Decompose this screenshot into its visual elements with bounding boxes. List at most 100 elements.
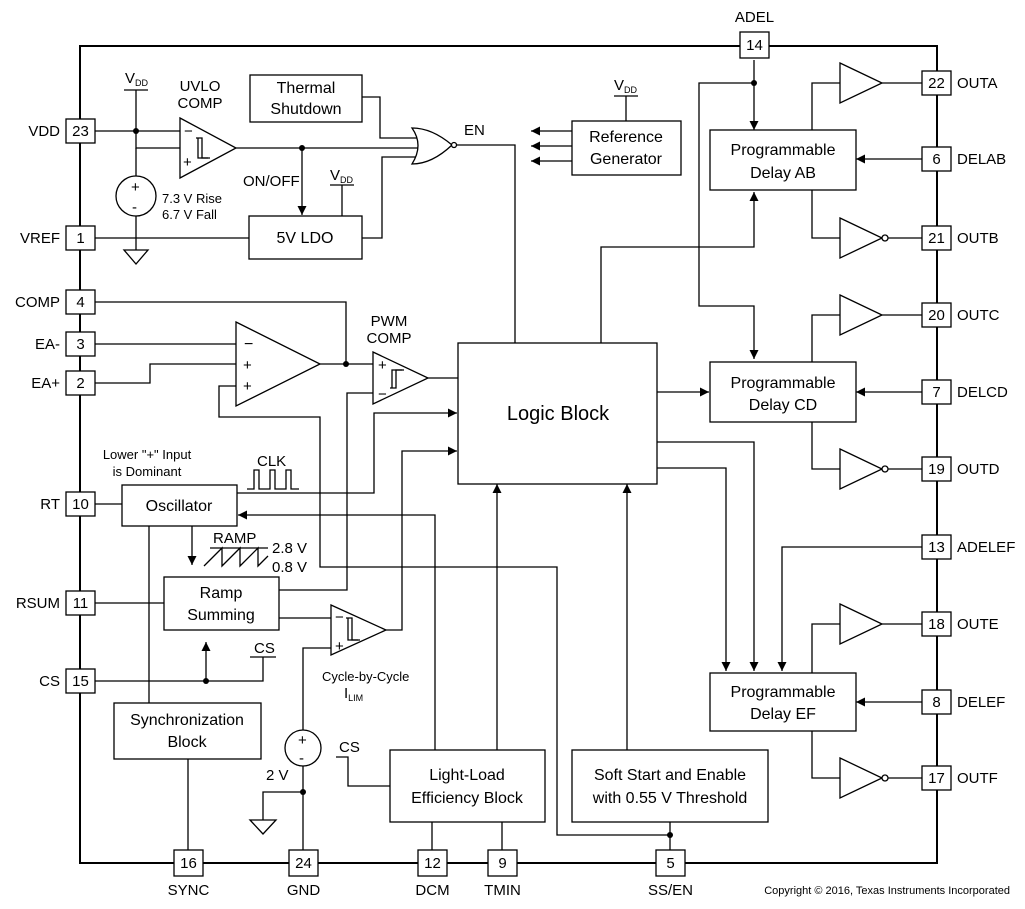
ramp-label-2: Summing [187, 607, 255, 624]
lower-plus-label-2: is Dominant [113, 464, 182, 479]
wires [95, 60, 922, 855]
v28-label: 2.8 V [272, 540, 307, 557]
llb-label-2: Efficiency Block [411, 790, 524, 807]
ss-label-1: Soft Start and Enable [594, 767, 746, 784]
svg-text:+: + [298, 732, 307, 749]
thermal-shutdown-block: Thermal Shutdown [249, 74, 363, 123]
cbc-label: Cycle-by-Cycle [322, 669, 409, 684]
synchronization-block: Synchronization Block [113, 702, 262, 760]
svg-text:15: 15 [72, 673, 89, 690]
buffer-outa [839, 61, 884, 105]
pin-vref: 1 VREF [20, 225, 96, 251]
voltage-source-uvlo: + - [115, 175, 157, 217]
svg-text:VDD: VDD [614, 77, 638, 95]
thermal-label-1: Thermal [277, 80, 336, 97]
pin-delef: 8 DELEF [921, 689, 1005, 715]
svg-text:+: + [183, 154, 192, 171]
svg-text:8: 8 [932, 694, 940, 711]
svg-text:1: 1 [76, 230, 84, 247]
buffer-outf [839, 756, 884, 800]
svg-text:OUTC: OUTC [957, 307, 1000, 324]
svg-text:5: 5 [666, 855, 674, 872]
svg-text:−: − [378, 386, 387, 403]
dab-label-2: Delay AB [750, 165, 816, 182]
svg-text:SYNC: SYNC [168, 882, 210, 899]
buffer-outc [839, 293, 884, 337]
svg-text:−: − [244, 336, 253, 353]
delay-cd-block: Programmable Delay CD [709, 361, 857, 423]
svg-text:2: 2 [76, 375, 84, 392]
pin-delcd: 7 DELCD [921, 379, 1008, 405]
svg-text:−: − [184, 123, 193, 140]
uvlo-comparator: − + [179, 116, 238, 180]
v08-label: 0.8 V [272, 559, 307, 576]
pin-dcm: 12 DCM [415, 849, 450, 899]
error-amplifier: − + + [235, 320, 322, 408]
light-load-efficiency-block: Light-Load Efficiency Block [389, 749, 546, 823]
or-gate [410, 127, 453, 165]
pin-delab: 6 DELAB [921, 146, 1006, 172]
pin-outb: 21 OUTB [921, 225, 999, 251]
ldo-label: 5V LDO [277, 230, 334, 247]
svg-text:OUTA: OUTA [957, 75, 998, 92]
pin-adel: 14 ADEL [735, 9, 774, 59]
pin-ea-minus: 3 EA- [35, 331, 96, 357]
svg-text:4: 4 [76, 294, 84, 311]
dcd-label-1: Programmable [731, 375, 836, 392]
thermal-label-2: Shutdown [270, 101, 341, 118]
ldo-block: 5V LDO [248, 215, 363, 260]
svg-text:ILIM: ILIM [344, 685, 363, 703]
svg-text:EA-: EA- [35, 336, 60, 353]
svg-text:23: 23 [72, 123, 89, 140]
ramp-label-1: Ramp [200, 585, 243, 602]
svg-text:GND: GND [287, 882, 321, 899]
svg-text:VDD: VDD [330, 167, 354, 185]
svg-text:13: 13 [928, 539, 945, 556]
pin-sync: 16 SYNC [168, 849, 210, 899]
soft-start-block: Soft Start and Enable with 0.55 V Thresh… [571, 749, 769, 823]
pin-outa: 22 OUTA [921, 70, 998, 96]
svg-text:DCM: DCM [415, 882, 449, 899]
dcd-label-2: Delay CD [749, 397, 817, 414]
reference-generator-block: Reference Generator [571, 120, 682, 176]
voltage-source-2v: + - [284, 729, 322, 767]
sync-label-2: Block [167, 734, 207, 751]
delay-ab-block: Programmable Delay AB [709, 129, 857, 191]
ramp-waveform [203, 546, 269, 568]
svg-text:7: 7 [932, 384, 940, 401]
oscillator-block: Oscillator [121, 484, 238, 527]
svg-text:ADEL: ADEL [735, 9, 774, 26]
en-label: EN [464, 122, 485, 139]
svg-text:RT: RT [40, 496, 60, 513]
svg-text:+: + [243, 378, 252, 395]
svg-text:24: 24 [295, 855, 312, 872]
svg-text:OUTF: OUTF [957, 770, 998, 787]
svg-text:+: + [378, 357, 387, 374]
pin-outd: 19 OUTD [921, 456, 1000, 482]
pwm-label-1: PWM [371, 313, 408, 330]
svg-text:6: 6 [932, 151, 940, 168]
buffer-outb [839, 216, 884, 260]
refgen-label-2: Generator [590, 151, 663, 168]
refgen-label-1: Reference [589, 129, 663, 146]
svg-text:10: 10 [72, 496, 89, 513]
svg-text:9: 9 [498, 855, 506, 872]
svg-text:CS: CS [39, 673, 60, 690]
svg-text:+: + [335, 638, 344, 655]
llb-label-1: Light-Load [429, 767, 505, 784]
svg-text:DELAB: DELAB [957, 151, 1006, 168]
svg-text:17: 17 [928, 770, 945, 787]
svg-text:14: 14 [746, 37, 763, 54]
delay-ef-block: Programmable Delay EF [709, 672, 857, 732]
svg-text:RSUM: RSUM [16, 595, 60, 612]
svg-text:VREF: VREF [20, 230, 60, 247]
ramp-summing-block: Ramp Summing [163, 576, 280, 631]
pin-oute: 18 OUTE [921, 611, 999, 637]
clk-waveform [247, 469, 299, 490]
svg-text:TMIN: TMIN [484, 882, 521, 899]
svg-text:11: 11 [73, 595, 89, 612]
pwm-label-2: COMP [367, 330, 412, 347]
svg-text:16: 16 [180, 855, 197, 872]
svg-text:+: + [243, 357, 252, 374]
svg-text:OUTB: OUTB [957, 230, 999, 247]
